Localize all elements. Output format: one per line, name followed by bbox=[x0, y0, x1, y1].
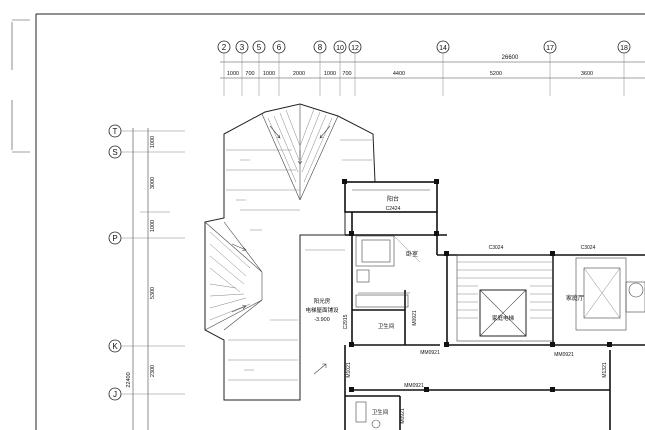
svg-text:5: 5 bbox=[257, 43, 262, 52]
balcony-label: 阳台 bbox=[387, 195, 399, 203]
svg-text:8: 8 bbox=[318, 43, 323, 52]
svg-text:S: S bbox=[112, 148, 117, 157]
svg-text:2: 2 bbox=[222, 43, 227, 52]
window-c3024-label: C3024 bbox=[489, 245, 504, 251]
roof-outline bbox=[204, 103, 376, 401]
axis-bubble-P: P bbox=[108, 231, 122, 245]
slope-arrows bbox=[231, 125, 331, 375]
structural-columns bbox=[342, 179, 612, 392]
dim-seg-5: 1000 bbox=[324, 71, 336, 77]
axis-bubble-K: K bbox=[108, 339, 122, 353]
svg-text:J: J bbox=[113, 390, 117, 399]
axis-bubble-3: 3 bbox=[235, 40, 249, 54]
svg-text:14: 14 bbox=[439, 45, 447, 52]
dim-seg-6: 700 bbox=[342, 71, 351, 77]
svg-text:18: 18 bbox=[620, 45, 628, 52]
svg-text:K: K bbox=[112, 342, 118, 351]
bedroom-label: 卧室 bbox=[406, 250, 418, 258]
bathroom-label-lower: 卫生间 bbox=[372, 408, 389, 416]
door-m1321-label: M1321 bbox=[602, 362, 608, 378]
left-dim-seg-4: 5300 bbox=[150, 287, 156, 299]
axis-bubble-12: 12 bbox=[348, 40, 362, 54]
door-mm0921-label-c: MM0921 bbox=[404, 383, 424, 389]
window-c2424-label: C2424 bbox=[386, 206, 401, 212]
svg-text:3: 3 bbox=[240, 43, 245, 52]
top-dimensions: 26600 1000 700 1000 2000 1000 700 4400 5… bbox=[220, 53, 645, 96]
axis-bubble-5: 5 bbox=[252, 40, 266, 54]
door-mm0921-label: MM0921 bbox=[420, 350, 440, 356]
svg-text:T: T bbox=[113, 127, 118, 136]
axis-bubble-10: 10 bbox=[333, 40, 347, 54]
svg-text:12: 12 bbox=[351, 45, 359, 52]
column-axis-bubbles: 2 3 5 6 8 10 12 14 17 18 bbox=[217, 40, 631, 54]
dim-seg-9: 3600 bbox=[581, 71, 593, 77]
roof-note-line-1: 阳光房 bbox=[314, 297, 331, 305]
dim-seg-7: 4400 bbox=[393, 71, 405, 77]
room-labels: 阳台 C2424 卧室 C3024 C3024 家庭厅 家庭电梯 阳光房 电梯屋… bbox=[305, 195, 608, 424]
dim-seg-1: 1000 bbox=[227, 71, 239, 77]
left-dim-seg-1: 1000 bbox=[150, 136, 156, 148]
axis-bubble-6: 6 bbox=[272, 40, 286, 54]
axis-bubble-T: T bbox=[108, 124, 122, 138]
building-walls bbox=[344, 181, 645, 430]
axis-bubble-2: 2 bbox=[217, 40, 231, 54]
door-c2915-label: C2915 bbox=[343, 314, 349, 329]
left-dimensions: 22400 1000 3000 1000 5300 2300 bbox=[121, 128, 185, 430]
svg-text:P: P bbox=[112, 234, 117, 243]
dim-seg-3: 1000 bbox=[263, 71, 275, 77]
svg-text:17: 17 bbox=[546, 45, 554, 52]
dim-seg-2: 700 bbox=[245, 71, 254, 77]
door-m0921-label-b: M0921 bbox=[400, 408, 406, 424]
sheet-border bbox=[11, 13, 645, 430]
axis-bubble-8: 8 bbox=[313, 40, 327, 54]
left-dim-seg-2: 3000 bbox=[150, 177, 156, 189]
axis-bubble-17: 17 bbox=[543, 40, 557, 54]
bathroom-label: 卫生间 bbox=[378, 322, 395, 330]
window-c3024-label-b: C3024 bbox=[581, 245, 596, 251]
door-m0921-label: M0921 bbox=[412, 310, 418, 326]
family-room-label: 家庭厅 bbox=[566, 294, 584, 302]
roof-hatching bbox=[209, 108, 372, 381]
overall-left-dimension: 22400 bbox=[126, 372, 132, 387]
family-elevator-label: 家庭电梯 bbox=[492, 314, 515, 322]
left-dim-seg-3: 1000 bbox=[150, 220, 156, 232]
door-m1021-label: M1021 bbox=[346, 362, 352, 378]
svg-text:10: 10 bbox=[336, 45, 344, 52]
door-mm0921-label-b: MM0921 bbox=[554, 352, 574, 358]
svg-text:6: 6 bbox=[277, 43, 282, 52]
axis-bubble-S: S bbox=[108, 145, 122, 159]
axis-bubble-14: 14 bbox=[436, 40, 450, 54]
overall-top-dimension: 26600 bbox=[502, 55, 519, 61]
left-dim-seg-5: 2300 bbox=[150, 365, 156, 377]
row-axis-bubbles: T S P K J bbox=[108, 124, 122, 401]
roof-note-line-2: 电梯屋面铺设 bbox=[305, 306, 339, 314]
dim-seg-4: 2000 bbox=[293, 71, 305, 77]
roof-note-line-3: -3.900 bbox=[314, 317, 330, 323]
axis-bubble-J: J bbox=[108, 387, 122, 401]
axis-bubble-18: 18 bbox=[617, 40, 631, 54]
dim-seg-8: 5200 bbox=[490, 71, 502, 77]
